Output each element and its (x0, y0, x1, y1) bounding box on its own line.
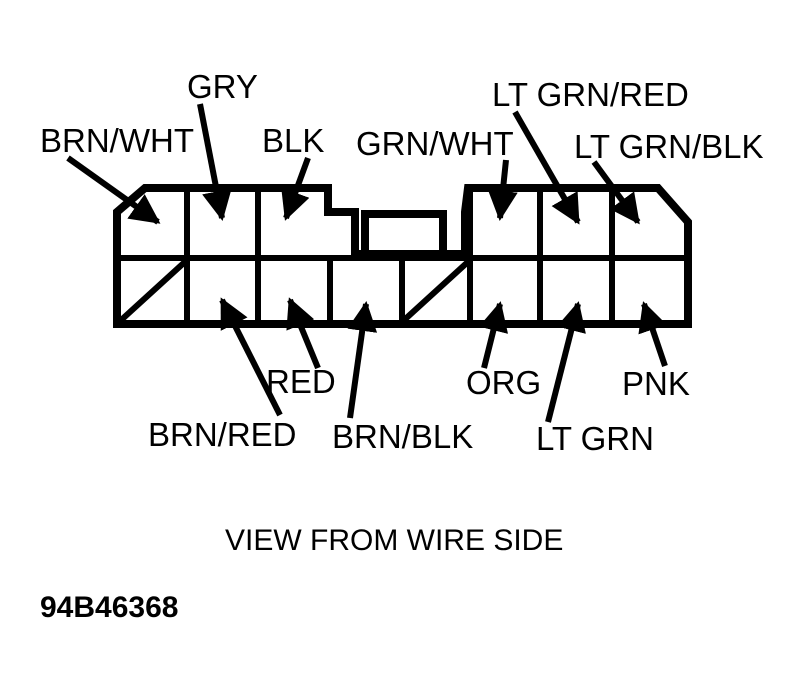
leader-arrows (66, 103, 668, 423)
arrow-org (478, 301, 509, 369)
label-pnk: PNK (622, 365, 690, 402)
view-caption: VIEW FROM WIRE SIDE (225, 524, 563, 557)
label-lt-grn: LT GRN (536, 420, 654, 457)
label-brn-wht: BRN/WHT (40, 122, 194, 159)
label-brn-blk: BRN/BLK (332, 418, 473, 455)
arrow-red (286, 297, 321, 370)
arrow-brn-blk (347, 301, 378, 419)
connector-outline (113, 184, 692, 328)
arrow-lt-grn-red (512, 110, 581, 225)
arrow-brn-wht (66, 155, 161, 225)
unused-cavity-mark (399, 257, 473, 325)
label-brn-red: BRN/RED (148, 416, 297, 453)
figure-id: 94B46368 (40, 591, 178, 624)
label-red: RED (266, 363, 336, 400)
arrow-grn-wht (487, 159, 518, 221)
label-lt-grn-red: LT GRN/RED (492, 76, 689, 113)
arrow-brn-red (219, 297, 283, 417)
arrow-pnk (638, 301, 668, 367)
label-org: ORG (466, 364, 541, 401)
wire-labels: BRN/WHT GRY BLK GRN/WHT LT GRN/RED LT GR… (40, 68, 764, 457)
arrow-lt-grn-blk (591, 160, 641, 225)
arrow-blk (281, 156, 311, 221)
label-gry: GRY (187, 68, 258, 105)
label-blk: BLK (262, 122, 324, 159)
arrow-gry (197, 103, 232, 221)
connector-body (113, 184, 692, 328)
arrow-lt-grn (545, 301, 586, 423)
locking-tab (361, 210, 447, 254)
label-grn-wht: GRN/WHT (356, 125, 514, 162)
label-lt-grn-blk: LT GRN/BLK (574, 128, 764, 165)
unused-cavity-mark (116, 257, 190, 325)
